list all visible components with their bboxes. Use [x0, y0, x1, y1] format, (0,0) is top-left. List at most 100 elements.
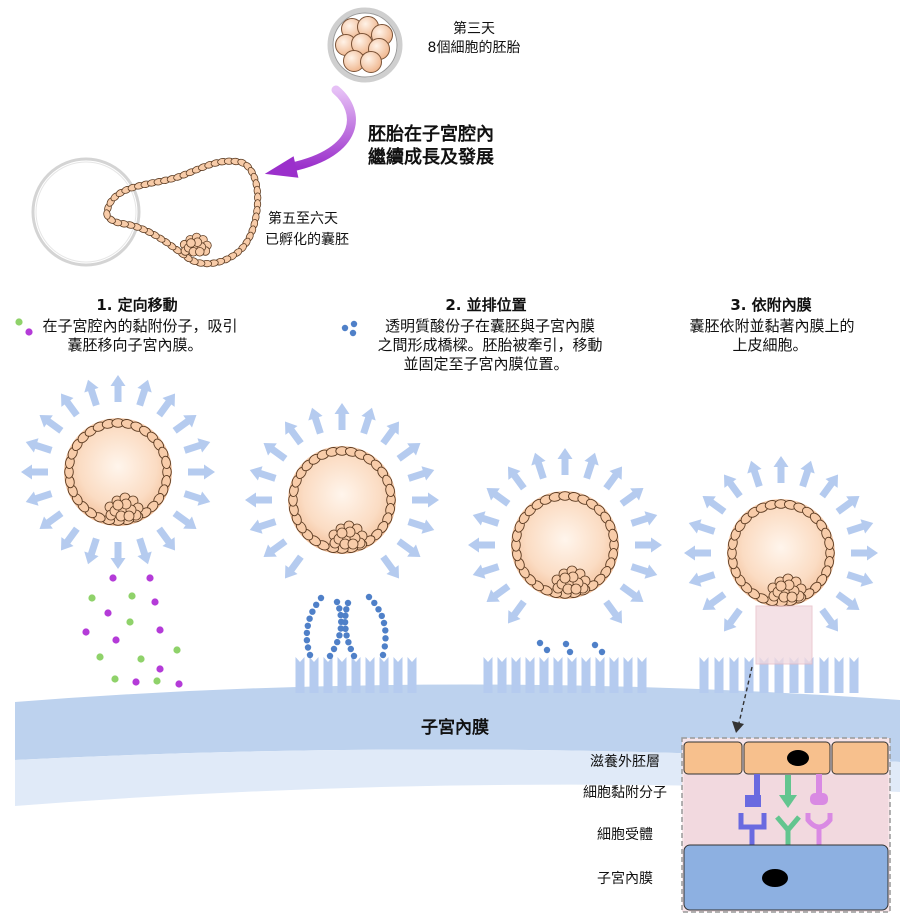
attraction-arrow-icon [308, 407, 324, 435]
stage2-line2: 之間形成橋樑。胚胎被牽引，移動 [377, 336, 602, 354]
microvillus [379, 657, 389, 693]
inner-cell [347, 538, 359, 550]
attraction-arrow-icon [723, 607, 743, 632]
inner-cell [112, 499, 124, 511]
green-adhesion-molecule [96, 653, 104, 661]
hyaluronic-acid-chain [341, 599, 358, 660]
attraction-arrow-icon [380, 554, 400, 579]
adhesion-molecule-blue [745, 774, 761, 807]
hyaluronic-acid-molecule [344, 599, 352, 607]
hyaluronic-acid-molecule [350, 652, 358, 660]
attraction-arrow-icon [25, 490, 53, 506]
hyaluronic-acid-molecule [341, 619, 349, 626]
adhesion-molecule-dots-icon [15, 318, 33, 336]
attraction-arrow-icon [747, 460, 763, 488]
attraction-arrow-icon [284, 421, 304, 446]
endometrial-microvilli [295, 657, 417, 693]
attraction-arrow-icon [684, 545, 711, 561]
attraction-arrow-icon [249, 518, 277, 534]
attraction-arrow-icon [21, 464, 48, 480]
attraction-arrow-icon [799, 460, 815, 488]
blastocoel-cavity [64, 418, 172, 526]
empty-zona-pellucida [31, 157, 141, 267]
attraction-arrow-icon [136, 379, 152, 407]
endometrium-deep-layer [15, 749, 900, 806]
hyaluronic-acid-molecule [336, 632, 343, 639]
microvillus [834, 657, 844, 693]
hyaluronic-acid-molecule [333, 598, 341, 606]
endometrial-microvilli [483, 657, 647, 693]
trophectoderm-cell [103, 209, 111, 220]
attraction-arrow-icon [84, 537, 100, 565]
growth-arrow-head-icon [264, 156, 299, 178]
hyaluronic-acid-molecule [304, 622, 311, 629]
microvillus [789, 657, 799, 693]
attraction-arrow-icon [396, 538, 421, 558]
blastocyst [64, 418, 172, 526]
adhesion-molecule-arrow-icon [779, 795, 797, 808]
attraction-arrow-icon [60, 526, 80, 551]
adhesion-molecule-head [810, 793, 828, 805]
blastocoel-cavity [511, 491, 619, 599]
attraction-arrow-icon [188, 464, 215, 480]
adhesion-molecule-stem [754, 774, 760, 796]
green-adhesion-molecule [153, 677, 161, 685]
hyaluronic-acid-molecule [326, 652, 334, 660]
microvillus [595, 657, 605, 693]
day3-label: 第三天 [453, 20, 495, 37]
stage1-heading: 1. 定向移動 [96, 296, 177, 314]
receptor-cup-icon [805, 813, 833, 845]
growth-arrow-shaft [287, 85, 356, 172]
trophectoderm-cell [824, 536, 834, 550]
attraction-arrow-icon [507, 599, 527, 624]
zoom-arrow-line [738, 666, 753, 724]
endometrial-microvilli [699, 657, 859, 693]
microvillus [553, 657, 563, 693]
blastomere [360, 51, 382, 73]
purple-adhesion-molecule [156, 665, 164, 673]
attraction-arrow-icon [263, 442, 288, 462]
hyaluronic-acid-molecule [598, 648, 606, 656]
attraction-arrow-icon [619, 487, 644, 507]
receptor-blue [738, 813, 767, 845]
inner-cell [786, 591, 798, 603]
hyaluronic-acid-dots-icon [341, 320, 358, 337]
attraction-arrow-icon [110, 542, 126, 569]
stage3-heading: 3. 依附內膜 [730, 296, 811, 314]
attraction-arrow-icon [835, 495, 860, 515]
green-adhesion-molecule [128, 592, 136, 600]
growth-note-line2: 繼續成長及發展 [368, 146, 495, 168]
microvillus [849, 657, 859, 693]
attraction-arrow-icon [407, 466, 435, 482]
adhesion-molecule-green [779, 775, 797, 808]
receptor-fork-icon [775, 815, 801, 845]
radiating-arrows [684, 456, 878, 632]
hyaluronic-acid-molecule [337, 625, 344, 632]
attraction-arrow-icon [472, 563, 500, 579]
stage2-heading: 2. 並排位置 [445, 296, 526, 314]
stage1-directed-migration [21, 375, 215, 688]
attraction-arrow-icon [583, 452, 599, 480]
hyaluronic-acid-molecule [306, 615, 313, 622]
hyaluronic-acid-molecule [379, 651, 387, 659]
hatched-blastocyst [31, 157, 262, 268]
inner-cell-mass [104, 492, 144, 522]
receptor-green [775, 815, 801, 845]
inset-label-receptors: 細胞受體 [597, 827, 653, 843]
growth-arrow [264, 85, 356, 178]
adhesion-molecule-head [745, 795, 761, 807]
attraction-arrow-icon [39, 510, 64, 530]
attraction-arrow-icon [723, 474, 743, 499]
green-adhesion-molecule [173, 646, 181, 654]
eight-cell-embryo [327, 7, 403, 83]
stage2-apposition-fixed [468, 448, 662, 693]
hyaluronic-acid-molecule [342, 612, 349, 619]
attraction-arrow-icon [183, 490, 211, 506]
attraction-arrow-icon [412, 492, 439, 508]
stage2-apposition [245, 403, 439, 693]
adhesion-molecule-stem [785, 775, 791, 796]
inset-label-endometrium: 子宮內膜 [597, 871, 653, 887]
attraction-arrow-icon [851, 545, 878, 561]
attraction-arrow-icon [396, 442, 421, 462]
stage1-line2: 囊胚移向子宮內膜。 [67, 336, 202, 354]
